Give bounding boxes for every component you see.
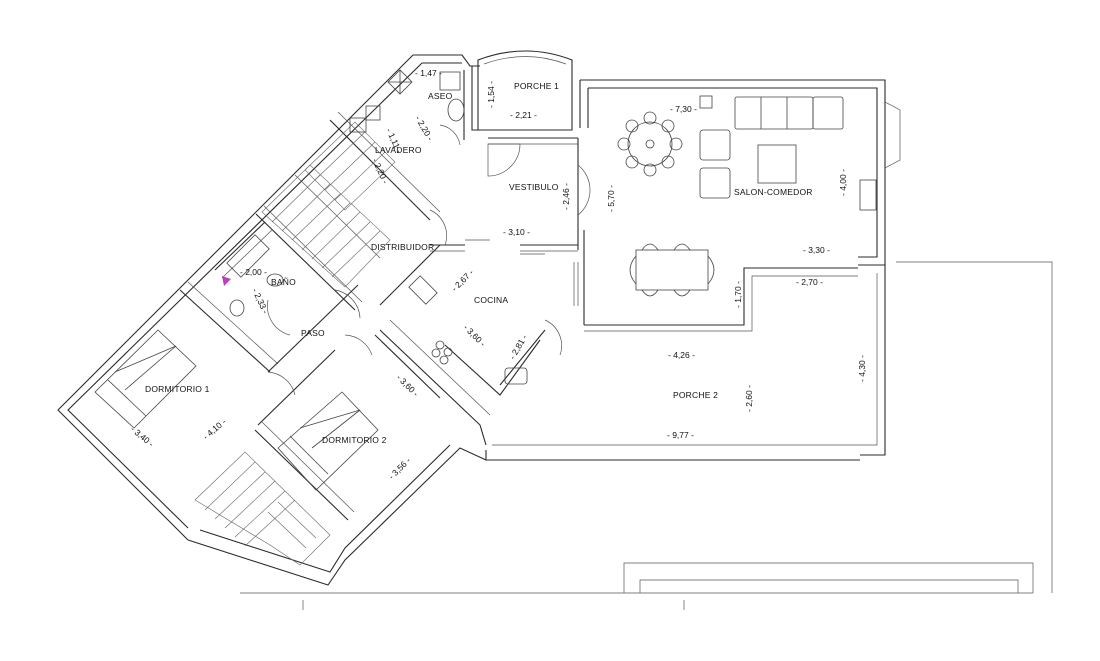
site-lines <box>240 261 1053 610</box>
room-label-cocina: COCINA <box>474 295 508 305</box>
dim-vestibulo-h: - 2,46 - <box>561 183 571 210</box>
dim-dorm1-h: - 3,40 - <box>129 424 156 449</box>
dim-salon-w2: - 3,30 - <box>803 245 830 255</box>
dim-porche1-w: - 2,21 - <box>510 110 537 120</box>
room-label-salon: SALON-COMEDOR <box>734 187 813 197</box>
stairs-lower <box>194 451 331 566</box>
stairs-upper <box>261 121 396 288</box>
dim-porche2-h3: - 2,60 - <box>744 385 754 412</box>
room-label-bano: BAÑO <box>271 277 296 287</box>
dim-porche2-h1: - 1,70 - <box>733 281 743 308</box>
bed-dormitorio-1 <box>94 329 197 429</box>
dim-bano-w: - 2,00 - <box>240 267 267 277</box>
dim-lavadero-diag: - 2,20 - <box>413 114 435 142</box>
interior-walls <box>179 111 585 521</box>
dim-cocina-w2: - 2,81 - <box>507 333 529 361</box>
dim-porche2-h2: - 4,30 - <box>857 355 867 382</box>
dim-porche2-w3: - 9,77 - <box>667 430 694 440</box>
wet-room-fixtures <box>226 69 528 385</box>
dim-porche1-h: - 1,54 - <box>486 81 496 108</box>
room-label-paso: PASO <box>301 328 325 338</box>
bed-dormitorio-2 <box>277 391 379 491</box>
dim-vestibulo-w: - 3,10 - <box>503 227 530 237</box>
salon-furniture <box>617 95 877 297</box>
room-label-vestibulo: VESTIBULO <box>509 182 559 192</box>
bath-marker-icon <box>222 276 231 286</box>
dim-dorm1-w: - 4,10 - <box>201 416 228 441</box>
room-label-distribuidor: DISTRIBUIDOR <box>371 242 434 252</box>
dim-salon-h1: - 5,70 - <box>606 185 616 212</box>
room-label-dormitorio2: DORMITORIO 2 <box>322 435 387 445</box>
room-label-dormitorio1: DORMITORIO 1 <box>145 384 210 394</box>
dim-aseo-w: - 1,47 - <box>415 68 442 78</box>
dim-cocina-w: - 2,67 - <box>449 267 475 293</box>
dim-dorm2-w: - 3,56 - <box>386 455 412 481</box>
room-labels: ASEO PORCHE 1 LAVADERO VESTIBULO SALON-C… <box>145 81 813 445</box>
dim-salon-w: - 7,30 - <box>670 104 697 114</box>
room-label-porche2: PORCHE 2 <box>673 390 718 400</box>
dim-porche2-w1: - 2,70 - <box>796 277 823 287</box>
room-label-aseo: ASEO <box>428 91 453 101</box>
room-label-porche1: PORCHE 1 <box>514 81 559 91</box>
room-label-lavadero: LAVADERO <box>375 145 422 155</box>
doors <box>267 124 591 396</box>
exterior-walls <box>57 50 901 586</box>
dim-salon-h2: - 4,00 - <box>838 169 848 196</box>
dim-cocina-h: - 3,60 - <box>462 322 488 348</box>
dim-porche2-w2: - 4,26 - <box>668 350 695 360</box>
